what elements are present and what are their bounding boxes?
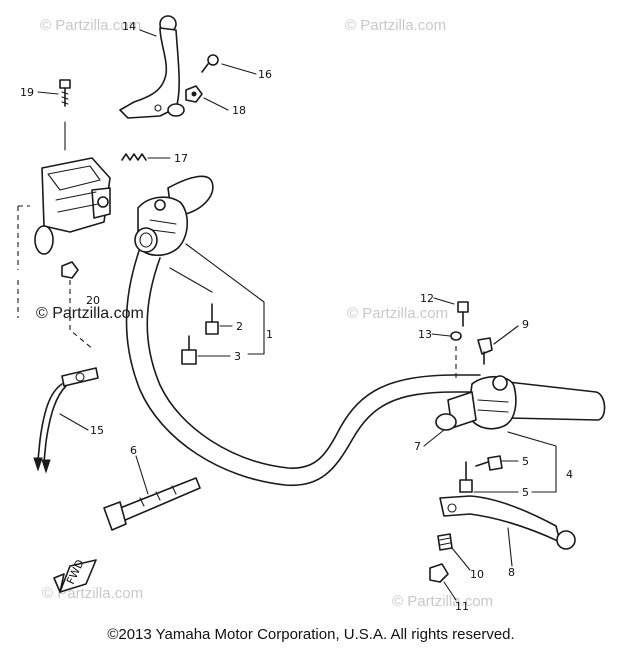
nut-18 [185, 85, 203, 103]
master-cylinder [17, 157, 111, 270]
leader-lines [37, 29, 557, 601]
callout-6: 6 [130, 444, 137, 457]
callout-3: 3 [234, 350, 241, 363]
callout-7: 7 [414, 440, 421, 453]
callout-4: 4 [566, 468, 573, 481]
screw-5-lower [459, 461, 473, 493]
callout-18: 18 [232, 104, 246, 117]
clutch-lever-8 [439, 495, 576, 550]
callout-20: 20 [86, 294, 100, 307]
cap-20 [61, 261, 79, 279]
callout-12: 12 [420, 292, 434, 305]
copyright-notice: ©2013 Yamaha Motor Corporation, U.S.A. A… [107, 626, 515, 643]
screw-3 [181, 335, 197, 365]
handlebar [125, 247, 481, 487]
screw-12 [457, 301, 469, 327]
screw-16 [201, 54, 219, 73]
screw-5-upper [475, 455, 503, 471]
brake-switch-15 [33, 367, 99, 474]
callout-9: 9 [522, 318, 529, 331]
spring-17 [121, 153, 147, 161]
watermark-top-left: © Partzilla.com [40, 17, 141, 34]
bolt-19 [59, 79, 71, 107]
watermark-top-right: © Partzilla.com [345, 17, 446, 34]
callout-2: 2 [236, 320, 243, 333]
callout-5-upper: 5 [522, 455, 529, 468]
watermark-bottom-left: © Partzilla.com [42, 585, 143, 602]
callout-16: 16 [258, 68, 272, 81]
callout-19: 19 [20, 86, 34, 99]
callout-17: 17 [174, 152, 188, 165]
nut-11 [429, 563, 449, 583]
cable-tie-6 [103, 477, 201, 531]
callout-11: 11 [455, 600, 469, 613]
screw-9 [477, 337, 493, 365]
brake-lever-14 [119, 15, 185, 119]
left-switch-housing [134, 196, 189, 257]
bolt-10 [437, 533, 453, 551]
callout-10: 10 [470, 568, 484, 581]
callout-15: 15 [90, 424, 104, 437]
right-switch-housing [435, 375, 517, 431]
right-grip [507, 381, 606, 421]
watermark-mid-right: © Partzilla.com [347, 305, 448, 322]
callout-13: 13 [418, 328, 432, 341]
watermark-mid-left: © Partzilla.com [36, 305, 144, 322]
callout-1: 1 [266, 328, 273, 341]
callout-8: 8 [508, 566, 515, 579]
watermark-bottom-right: © Partzilla.com [392, 593, 493, 610]
callout-5-lower: 5 [522, 486, 529, 499]
washer-13 [450, 331, 462, 341]
screw-2 [205, 303, 219, 335]
callout-14: 14 [122, 20, 136, 33]
